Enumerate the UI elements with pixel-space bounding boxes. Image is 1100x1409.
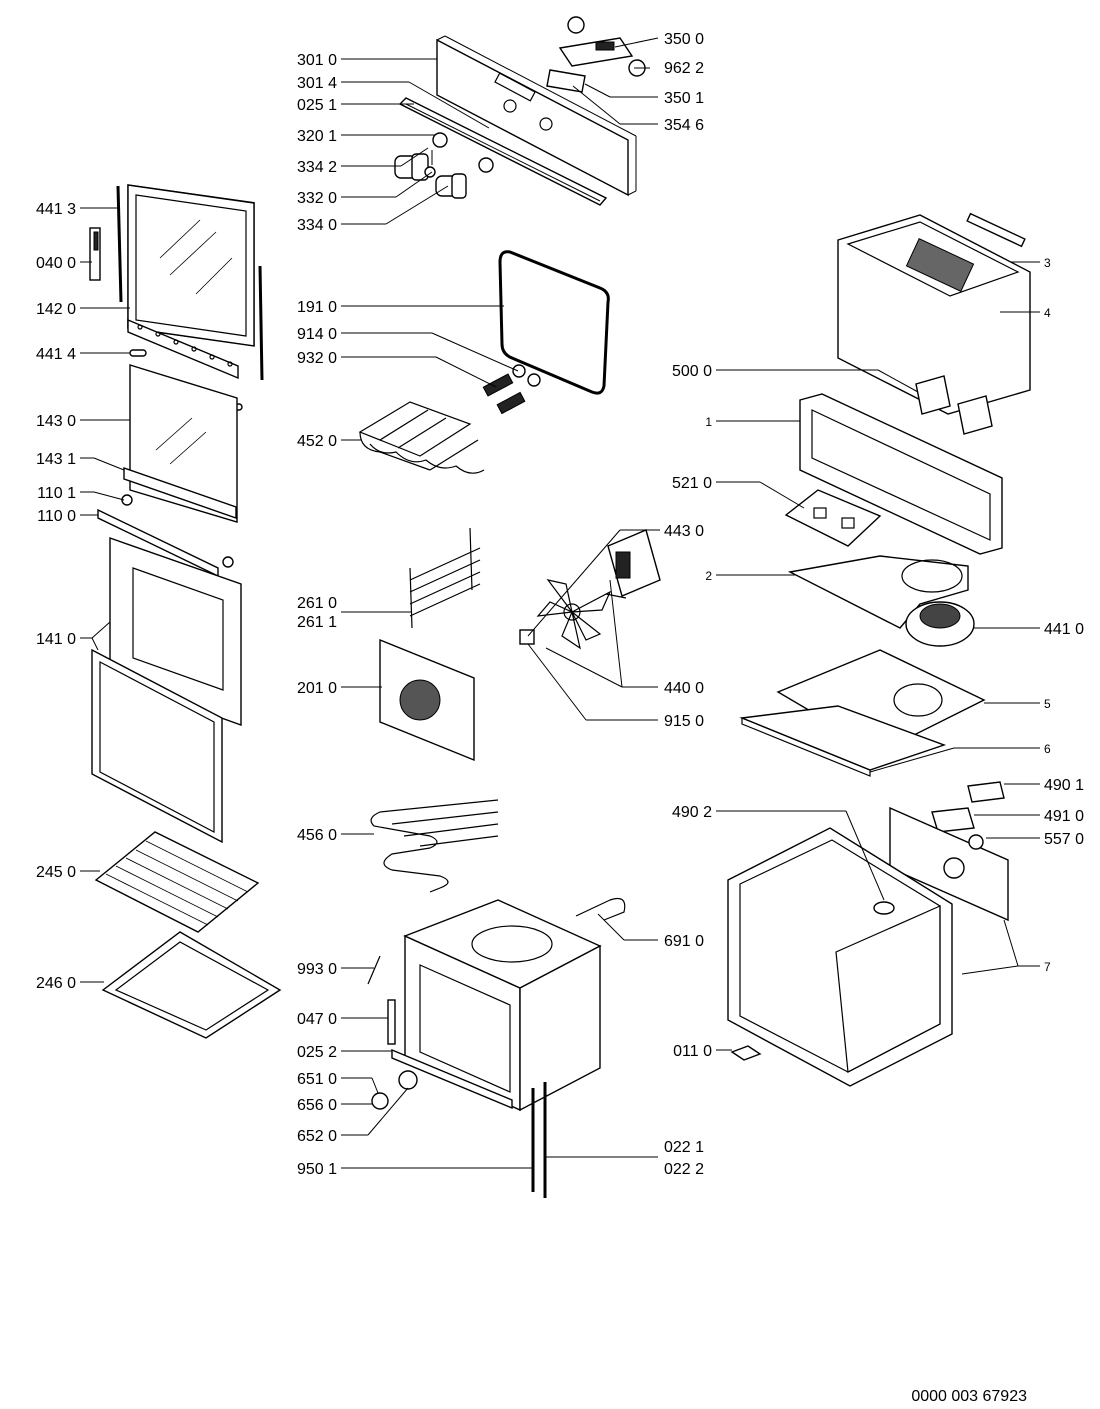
part-labels: 301 0 301 4 025 1 320 1 334 2 332 0 334 …: [36, 31, 1084, 1178]
label-301-0: 301 0: [297, 52, 337, 69]
label-5: 5: [1044, 697, 1051, 711]
outer-door-group: [89, 184, 264, 844]
label-6: 6: [1044, 742, 1051, 756]
label-1: 1: [705, 415, 712, 429]
label-350-0: 350 0: [664, 31, 704, 48]
label-025-2: 025 2: [297, 1044, 337, 1061]
label-441-4: 441 4: [36, 346, 76, 363]
label-950-1: 950 1: [297, 1161, 337, 1178]
label-334-2: 334 2: [297, 159, 337, 176]
rack-and-tray-group: [94, 831, 282, 1039]
label-7: 7: [1044, 960, 1051, 974]
label-441-0: 441 0: [1044, 621, 1084, 638]
label-456-0: 456 0: [297, 827, 337, 844]
label-261-1: 261 1: [297, 614, 337, 631]
label-245-0: 245 0: [36, 864, 76, 881]
label-932-0: 932 0: [297, 350, 337, 367]
label-490-2: 490 2: [672, 804, 712, 821]
label-143-0: 143 0: [36, 413, 76, 430]
label-993-0: 993 0: [297, 961, 337, 978]
label-246-0: 246 0: [36, 975, 76, 992]
label-040-0: 040 0: [36, 255, 76, 272]
label-022-1: 022 1: [664, 1139, 704, 1156]
label-652-0: 652 0: [297, 1128, 337, 1145]
label-011-0: 011 0: [673, 1043, 712, 1060]
label-441-3: 441 3: [36, 201, 76, 218]
label-3: 3: [1044, 256, 1051, 270]
label-201-0: 201 0: [297, 680, 337, 697]
label-521-0: 521 0: [672, 475, 712, 492]
leader-lines: [80, 37, 1040, 1169]
label-491-0: 491 0: [1044, 808, 1084, 825]
label-110-1: 110 1: [37, 485, 76, 502]
control-panel-group: [394, 16, 646, 206]
label-142-0: 142 0: [36, 301, 76, 318]
label-4: 4: [1044, 306, 1051, 320]
label-354-6: 354 6: [664, 117, 704, 134]
label-332-0: 332 0: [297, 190, 337, 207]
label-440-0: 440 0: [664, 680, 704, 697]
right-lower-group: [727, 781, 1009, 1087]
label-500-0: 500 0: [672, 363, 712, 380]
label-320-1: 320 1: [297, 128, 337, 145]
label-914-0: 914 0: [297, 326, 337, 343]
label-334-0: 334 0: [297, 217, 337, 234]
right-upper-group: [739, 212, 1031, 777]
label-110-0: 110 0: [37, 508, 76, 525]
label-141-0: 141 0: [36, 631, 76, 648]
label-261-0: 261 0: [297, 595, 337, 612]
label-143-1: 143 1: [36, 451, 76, 468]
label-350-1: 350 1: [664, 90, 704, 107]
label-490-1: 490 1: [1044, 777, 1084, 794]
oven-internals-group: [358, 250, 626, 1198]
label-452-0: 452 0: [297, 433, 337, 450]
document-number: 0000 003 67923: [911, 1388, 1027, 1405]
label-557-0: 557 0: [1044, 831, 1084, 848]
label-301-4: 301 4: [297, 75, 337, 92]
label-962-2: 962 2: [664, 60, 704, 77]
label-022-2: 022 2: [664, 1161, 704, 1178]
label-915-0: 915 0: [664, 713, 704, 730]
label-191-0: 191 0: [297, 299, 337, 316]
label-025-1: 025 1: [297, 97, 337, 114]
label-691-0: 691 0: [664, 933, 704, 950]
label-651-0: 651 0: [297, 1071, 337, 1088]
label-443-0: 443 0: [664, 523, 704, 540]
fan-group: [519, 529, 661, 650]
label-656-0: 656 0: [297, 1097, 337, 1114]
label-047-0: 047 0: [297, 1011, 337, 1028]
label-2: 2: [705, 569, 712, 583]
